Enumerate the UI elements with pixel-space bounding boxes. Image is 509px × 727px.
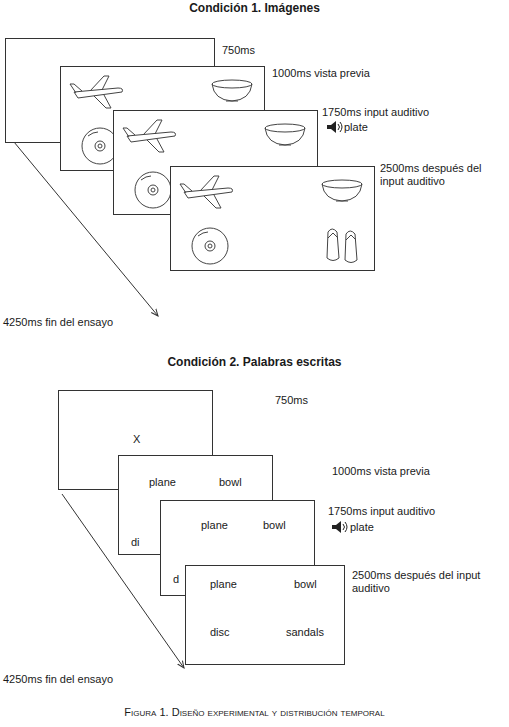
- timing-label: 750ms: [222, 44, 255, 57]
- stimulus-word: d: [173, 573, 179, 586]
- stimulus-word: di: [131, 536, 140, 549]
- stimulus-word: plane: [149, 476, 176, 489]
- figure-caption: Figura 1. Diseño experimental y distribu…: [0, 706, 509, 718]
- timing-label: 1750ms input auditivo: [322, 106, 502, 119]
- stimulus-word: sandals: [286, 626, 324, 639]
- image-screen: [170, 166, 375, 271]
- timing-label: 2500ms después del input auditivo: [380, 162, 504, 188]
- stimulus-word: plane: [201, 519, 228, 532]
- timing-label: 4250ms fin del ensayo: [3, 673, 113, 686]
- screen-box: plane bowl disc sandals: [185, 565, 345, 665]
- stimulus-word: bowl: [263, 519, 286, 532]
- stimulus-word: plane: [210, 578, 237, 591]
- timing-label: 1000ms vista previa: [272, 67, 370, 80]
- stimulus-word: bowl: [294, 578, 317, 591]
- stimulus-word: X: [133, 433, 140, 446]
- timing-label: plate: [344, 121, 368, 134]
- timing-label: 1000ms vista previa: [332, 465, 430, 478]
- timing-label: plate: [350, 521, 374, 534]
- timing-label: 2500ms después del input auditivo: [352, 569, 502, 595]
- stimulus-word: disc: [210, 626, 230, 639]
- timing-label: 1750ms input auditivo: [328, 505, 503, 518]
- condition-heading: Condición 2. Palabras escritas: [0, 356, 509, 369]
- condition-heading: Condición 1. Imágenes: [0, 2, 509, 15]
- stimulus-word: bowl: [219, 476, 242, 489]
- timing-label: 4250ms fin del ensayo: [3, 316, 113, 329]
- timing-label: 750ms: [275, 394, 308, 407]
